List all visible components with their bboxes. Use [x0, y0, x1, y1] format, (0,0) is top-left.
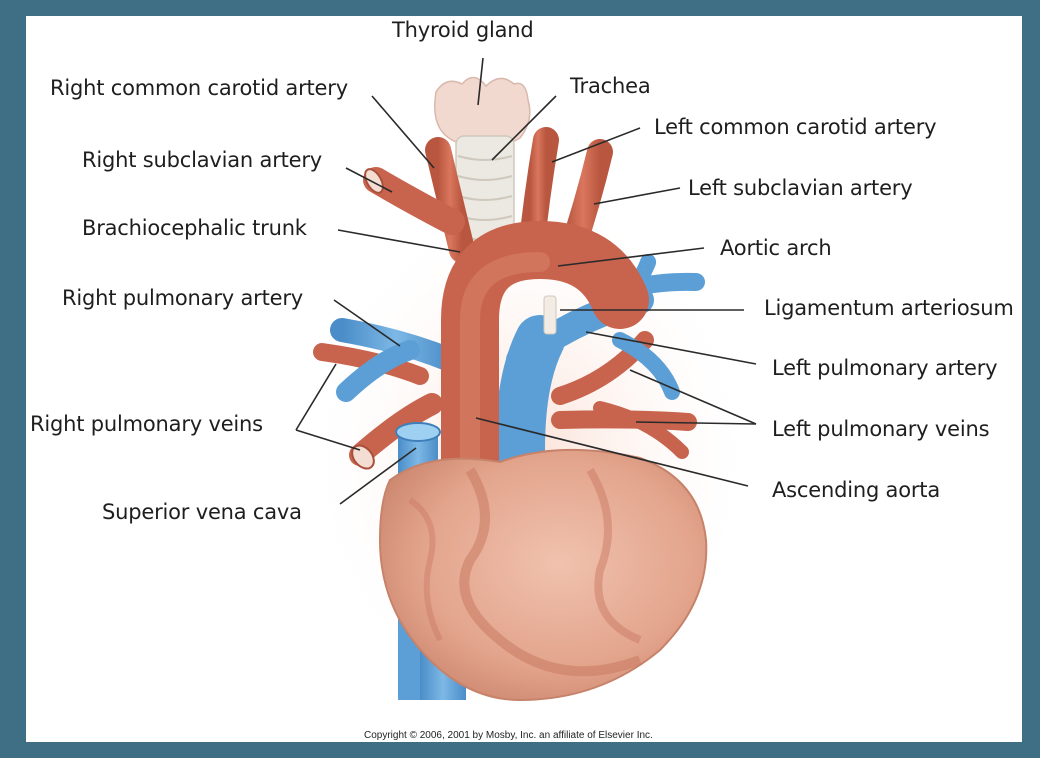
label-left-pulmonary-veins: Left pulmonary veins: [772, 417, 990, 441]
copyright-notice: Copyright © 2006, 2001 by Mosby, Inc. an…: [364, 730, 653, 741]
label-right-subclavian-artery: Right subclavian artery: [82, 148, 323, 172]
heart: [378, 448, 708, 702]
label-trachea: Trachea: [570, 74, 651, 98]
label-brachiocephalic-trunk: Brachiocephalic trunk: [82, 216, 307, 240]
label-right-common-carotid-artery: Right common carotid artery: [50, 76, 348, 100]
label-ligamentum-arteriosum: Ligamentum arteriosum: [764, 296, 1014, 320]
label-superior-vena-cava: Superior vena cava: [102, 500, 302, 524]
aorta: [441, 220, 649, 489]
ligamentum-arteriosum: [543, 295, 557, 335]
label-ascending-aorta: Ascending aorta: [772, 478, 941, 502]
right-pulmonary-artery: [330, 318, 462, 402]
label-thyroid-gland: Thyroid gland: [392, 18, 534, 42]
label-left-common-carotid-artery: Left common carotid artery: [654, 115, 937, 139]
label-right-pulmonary-artery: Right pulmonary artery: [62, 286, 303, 310]
label-aortic-arch: Aortic arch: [720, 236, 832, 260]
leader-lines: [295, 57, 757, 505]
label-right-pulmonary-veins: Right pulmonary veins: [30, 412, 263, 436]
label-left-subclavian-artery: Left subclavian artery: [688, 176, 913, 200]
label-left-pulmonary-artery: Left pulmonary artery: [772, 356, 998, 380]
thyroid-gland: [434, 76, 531, 146]
